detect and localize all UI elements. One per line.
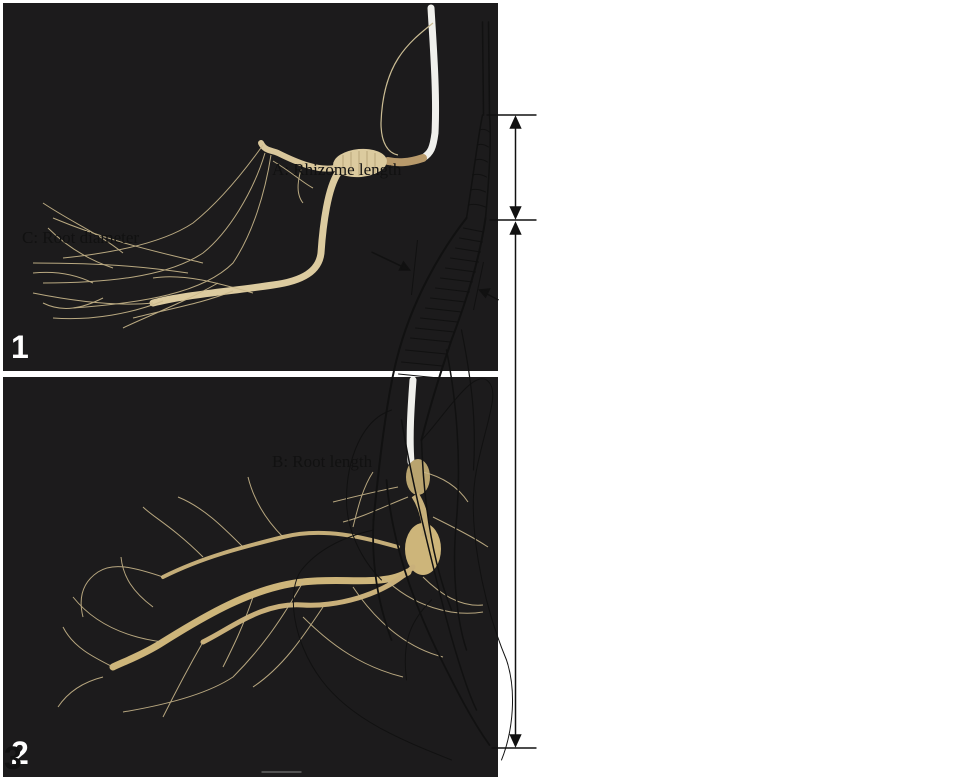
root-diameter-label: C: Root diameter	[22, 228, 140, 247]
root-photo-2	[57, 377, 489, 718]
panel-number-2: 2	[11, 735, 29, 771]
root-length-label: B: Root length	[272, 452, 373, 471]
panel-number-3: 3	[4, 740, 22, 776]
root-photo-1	[32, 4, 440, 329]
panel-number-1: 1	[11, 329, 29, 365]
photo-panel-2: 2	[3, 377, 498, 777]
rhizome-length-label: A: Rhizome length	[272, 160, 402, 179]
photo-panel-1: 1	[3, 3, 498, 371]
diagram-panel-3: A: Rhizome length B: Root length C: Root…	[0, 0, 537, 784]
